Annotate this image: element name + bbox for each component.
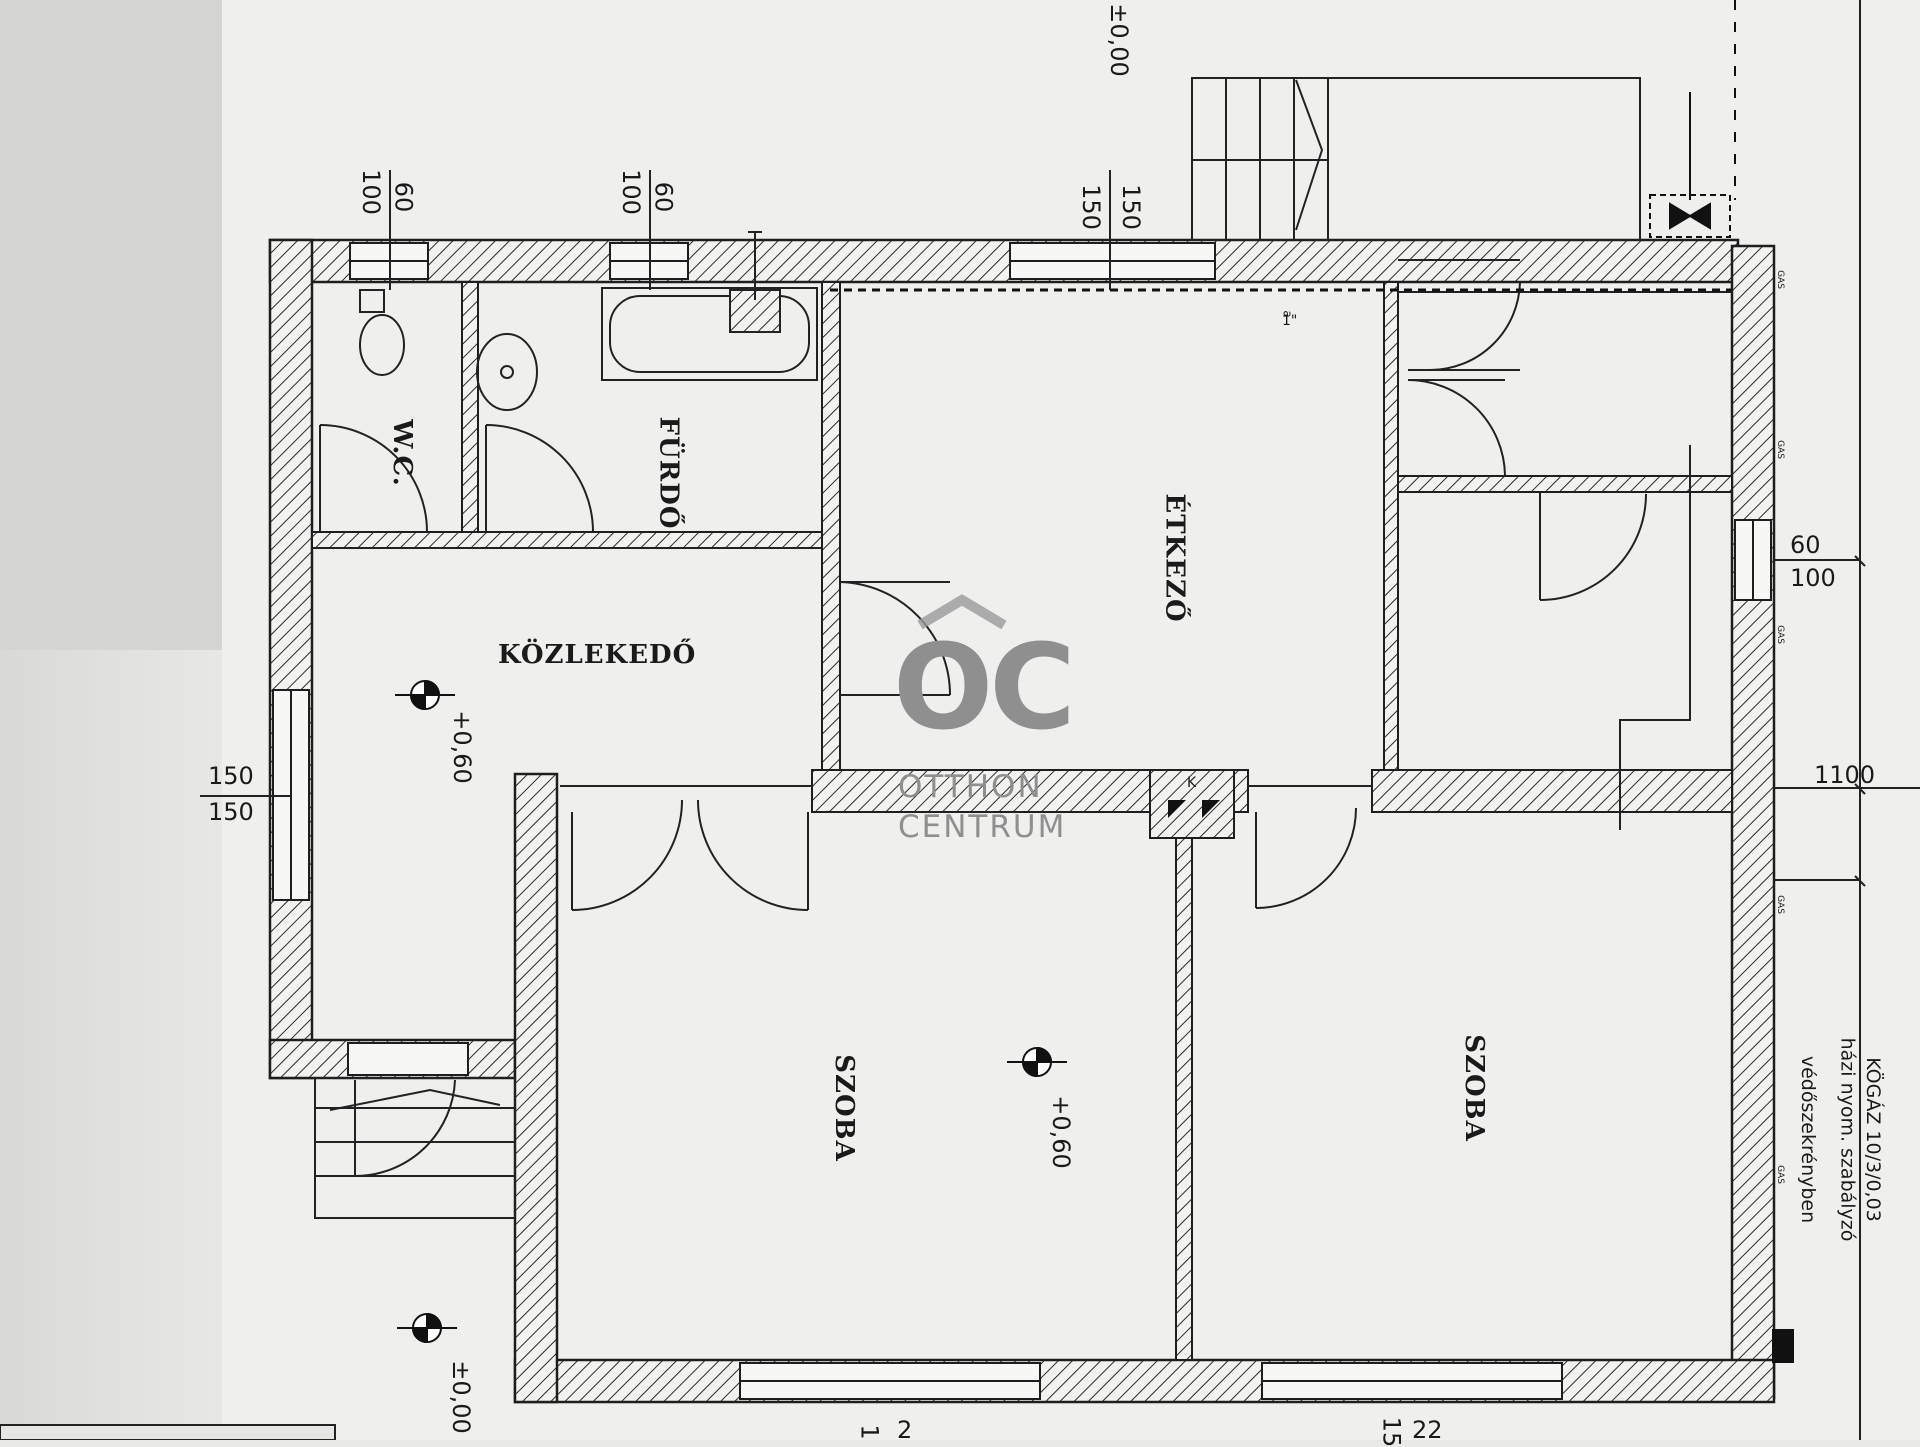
- paper-overlay-sheet: [0, 0, 222, 650]
- dim-bottom-right-2: 15: [1377, 1416, 1406, 1447]
- watermark-line1: OTTHON: [898, 769, 1043, 805]
- level-kozlekedo: +0,60: [447, 710, 476, 784]
- gas-note-line2: házi nyom. szabályzó: [1836, 1037, 1859, 1242]
- dim-left-top: 150: [208, 762, 254, 790]
- gas-label-1: GAS: [1774, 270, 1785, 289]
- stairs-top: [1191, 77, 1641, 241]
- outer-walls: [268, 238, 1776, 1404]
- dim-overall: 1100: [1814, 761, 1876, 789]
- dim-bottom-right: 22: [1412, 1416, 1443, 1444]
- door-swings: [319, 281, 1647, 1178]
- dim-right-top: 60: [1790, 531, 1821, 559]
- level-bottom: ±0,00: [446, 1360, 475, 1434]
- level-top: ±0,00: [1104, 3, 1133, 77]
- gas-label-5: GAS: [1774, 1165, 1785, 1184]
- fraction-top: 1": [1282, 313, 1298, 329]
- dim-furdo-bottom: 100: [616, 169, 645, 215]
- gas-label-3: GAS: [1774, 625, 1785, 644]
- gas-note-line3: védőszekrényben: [1797, 1055, 1820, 1224]
- dim-bottom-left-2: 1: [855, 1424, 884, 1440]
- level-markers: [395, 679, 1067, 1344]
- stairs-bottom: [314, 1077, 516, 1219]
- room-label-szoba-right: SZOBA: [1458, 1034, 1489, 1142]
- dim-furdo-top: 60: [649, 181, 678, 213]
- dim-left-bottom: 150: [208, 798, 254, 826]
- room-label-szoba-left: SZOBA: [828, 1054, 859, 1162]
- dim-right-bottom: 100: [1790, 564, 1836, 592]
- gas-note-line1: KÖGÁZ 10/3/0,03: [1861, 1057, 1884, 1222]
- watermark-logo-text: OC: [893, 618, 1076, 756]
- dim-wc-bottom: 100: [356, 169, 385, 215]
- inner-lines: [312, 259, 1732, 830]
- bathroom-fixtures: [359, 231, 818, 411]
- gas-label-4: GAS: [1774, 895, 1785, 914]
- chimney-flues: [1168, 800, 1220, 818]
- dim-bottom-left: 2: [897, 1416, 913, 1444]
- gas-label-2: GAS: [1774, 440, 1785, 459]
- interior-walls: [311, 281, 1733, 1361]
- fraction-bottom: a: [1280, 310, 1295, 318]
- room-label-wc: W.C.: [386, 419, 417, 487]
- watermark-logo: [917, 594, 1007, 630]
- dim-wc-top: 60: [389, 181, 418, 213]
- gas-meter-box: [1649, 0, 1794, 1363]
- watermark-line2: CENTRUM: [898, 809, 1067, 845]
- chimney-label: K: [1187, 775, 1197, 791]
- dimension-lines: [200, 0, 1920, 1440]
- level-szoba: +0,60: [1046, 1095, 1075, 1169]
- dim-etkezo-top: 150: [1116, 184, 1145, 230]
- room-label-etkezo: ÉTKEZŐ: [1159, 493, 1190, 623]
- room-label-furdo: FÜRDŐ: [653, 416, 684, 530]
- room-label-kozlekedo: KÖZLEKEDŐ: [498, 640, 697, 670]
- bottom-strip: [0, 1424, 336, 1440]
- dim-etkezo-bottom: 150: [1076, 184, 1105, 230]
